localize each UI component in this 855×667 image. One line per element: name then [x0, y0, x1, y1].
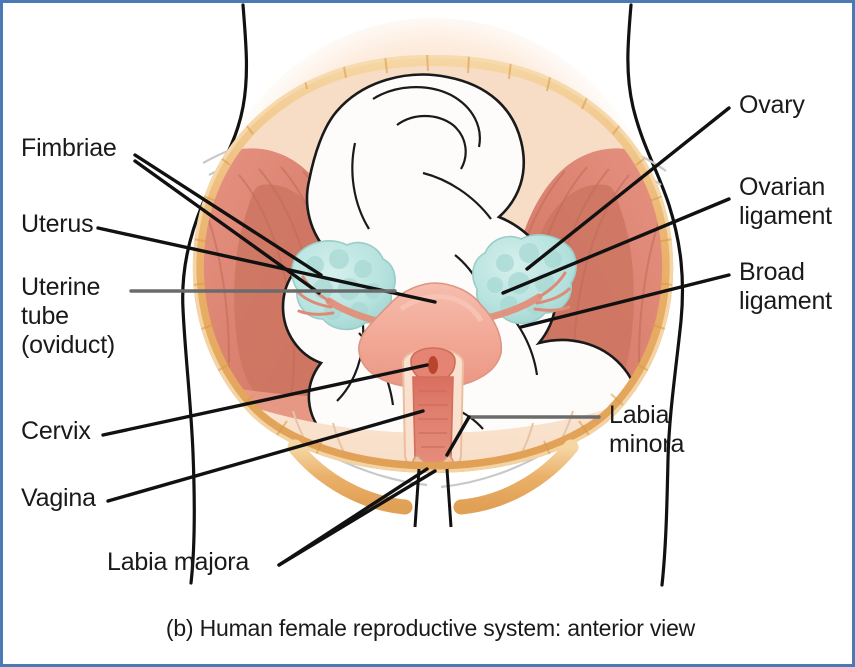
leader-cervix	[101, 363, 429, 437]
label-broad-ligament-line2: ligament	[739, 287, 832, 315]
label-uterine-tube-line3: (oviduct)	[21, 331, 116, 359]
label-ovarian-ligament-line1: Ovarian	[739, 173, 826, 201]
leader-vagina	[106, 409, 425, 503]
label-cervix: Cervix	[21, 417, 91, 445]
label-uterine-tube-line2: tube	[21, 302, 69, 330]
label-fimbriae: Fimbriae	[21, 134, 117, 162]
label-vagina: Vagina	[21, 484, 96, 512]
anatomy-illustration	[96, 3, 731, 587]
leader-ovarian-ligament	[501, 197, 731, 295]
uterus	[358, 282, 503, 390]
figure-caption: (b) Human female reproductive system: an…	[165, 615, 696, 641]
leader-lines	[96, 106, 731, 567]
leader-broad-ligament	[519, 273, 731, 329]
leader-labia-majora-b	[277, 467, 429, 567]
label-labia-minora-line2: minora	[609, 430, 685, 458]
pubic-arch	[287, 439, 579, 515]
vaginal-rugae	[418, 390, 448, 448]
leader-lines-gray	[129, 289, 601, 457]
label-labia-minora-line1: Labia	[609, 401, 670, 429]
leader-fimbriae-a	[133, 153, 323, 277]
uterus-highlight	[399, 294, 484, 323]
label-ovarian-ligament-line2: ligament	[739, 202, 832, 230]
vulva-detail	[413, 468, 453, 528]
label-labia-majora: Labia majora	[107, 548, 250, 576]
label-uterine-tube-line1: Uterine	[21, 273, 101, 301]
fimbriae	[297, 271, 571, 316]
leader-labia-minora-tip	[445, 415, 471, 457]
cervical-os	[428, 356, 438, 374]
body-silhouette	[181, 3, 685, 587]
label-uterus: Uterus	[21, 210, 94, 238]
label-ovary: Ovary	[739, 91, 805, 119]
leader-ovary	[525, 106, 731, 271]
label-broad-ligament-line1: Broad	[739, 258, 805, 286]
